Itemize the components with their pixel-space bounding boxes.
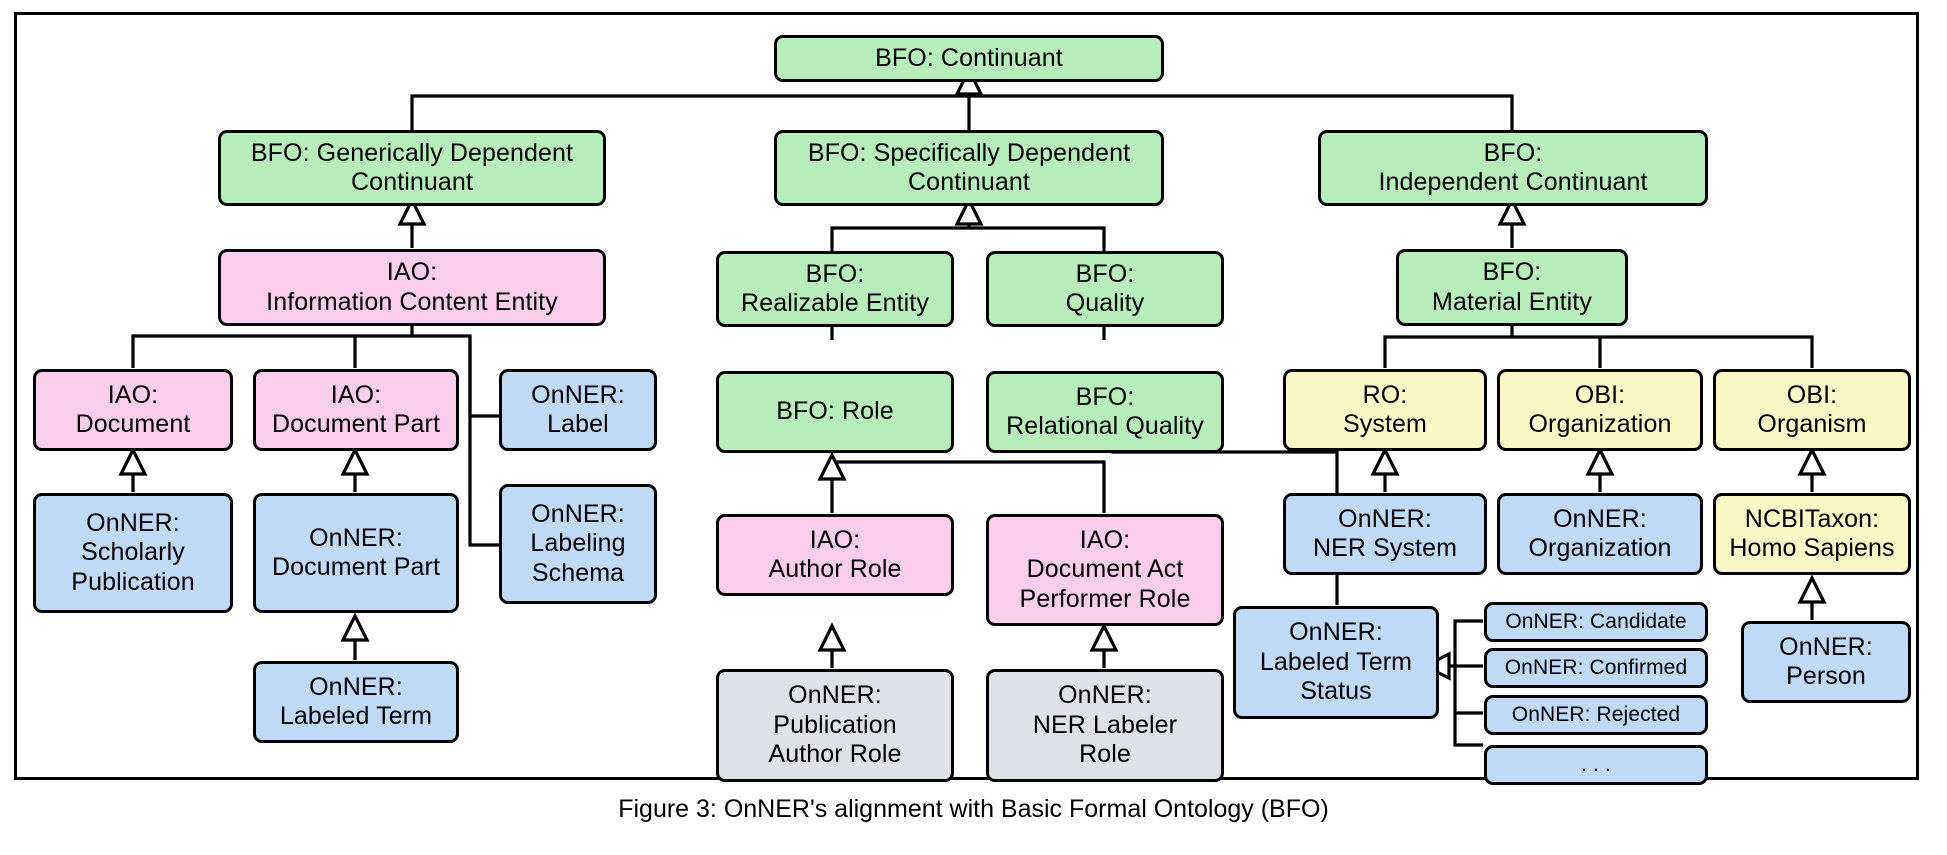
node-onner-scholarly-publication[interactable]: OnNER: Scholarly Publication: [33, 493, 233, 613]
node-onner-labeling-schema[interactable]: OnNER: Labeling Schema: [499, 484, 657, 604]
node-onner-confirmed[interactable]: OnNER: Confirmed: [1484, 648, 1708, 688]
node-ncbitaxon-homo-sapiens[interactable]: NCBITaxon: Homo Sapiens: [1713, 493, 1911, 575]
node-bfo-specifically-dependent-continuant[interactable]: BFO: Specifically Dependent Continuant: [774, 130, 1164, 206]
node-iao-document[interactable]: IAO: Document: [33, 369, 233, 451]
node-onner-publication-author-role[interactable]: OnNER: Publication Author Role: [716, 669, 954, 782]
node-bfo-material-entity[interactable]: BFO: Material Entity: [1396, 249, 1628, 326]
node-onner-label[interactable]: OnNER: Label: [499, 369, 657, 451]
node-onner-organization[interactable]: OnNER: Organization: [1497, 493, 1703, 575]
node-onner-labeled-term-status[interactable]: OnNER: Labeled Term Status: [1233, 606, 1439, 719]
node-onner-person[interactable]: OnNER: Person: [1741, 621, 1911, 703]
figure-caption: Figure 3: OnNER's alignment with Basic F…: [618, 795, 1329, 823]
node-ro-system[interactable]: RO: System: [1283, 369, 1487, 451]
node-onner-candidate[interactable]: OnNER: Candidate: [1484, 602, 1708, 642]
node-bfo-role[interactable]: BFO: Role: [716, 371, 954, 453]
node-obi-organism[interactable]: OBI: Organism: [1713, 369, 1911, 451]
node-iao-document-part[interactable]: IAO: Document Part: [253, 369, 459, 451]
node-iao-author-role[interactable]: IAO: Author Role: [716, 514, 954, 596]
node-onner-ner-system[interactable]: OnNER: NER System: [1283, 493, 1487, 575]
node-onner-document-part[interactable]: OnNER: Document Part: [253, 493, 459, 613]
node-onner-labeled-term[interactable]: OnNER: Labeled Term: [253, 661, 459, 743]
node-bfo-independent-continuant[interactable]: BFO: Independent Continuant: [1318, 130, 1708, 206]
node-bfo-relational-quality[interactable]: BFO: Relational Quality: [986, 371, 1224, 453]
node-onner-ner-labeler-role[interactable]: OnNER: NER Labeler Role: [986, 669, 1224, 782]
node-bfo-continuant[interactable]: BFO: Continuant: [774, 35, 1164, 82]
node-iao-information-content-entity[interactable]: IAO: Information Content Entity: [218, 249, 606, 326]
node-bfo-generically-dependent-continuant[interactable]: BFO: Generically Dependent Continuant: [218, 130, 606, 206]
node-onner-status-ellipsis[interactable]: . . .: [1484, 745, 1708, 785]
node-obi-organization[interactable]: OBI: Organization: [1497, 369, 1703, 451]
node-onner-rejected[interactable]: OnNER: Rejected: [1484, 695, 1708, 735]
node-bfo-quality[interactable]: BFO: Quality: [986, 251, 1224, 327]
node-iao-document-act-performer-role[interactable]: IAO: Document Act Performer Role: [986, 514, 1224, 626]
node-bfo-realizable-entity[interactable]: BFO: Realizable Entity: [716, 251, 954, 327]
